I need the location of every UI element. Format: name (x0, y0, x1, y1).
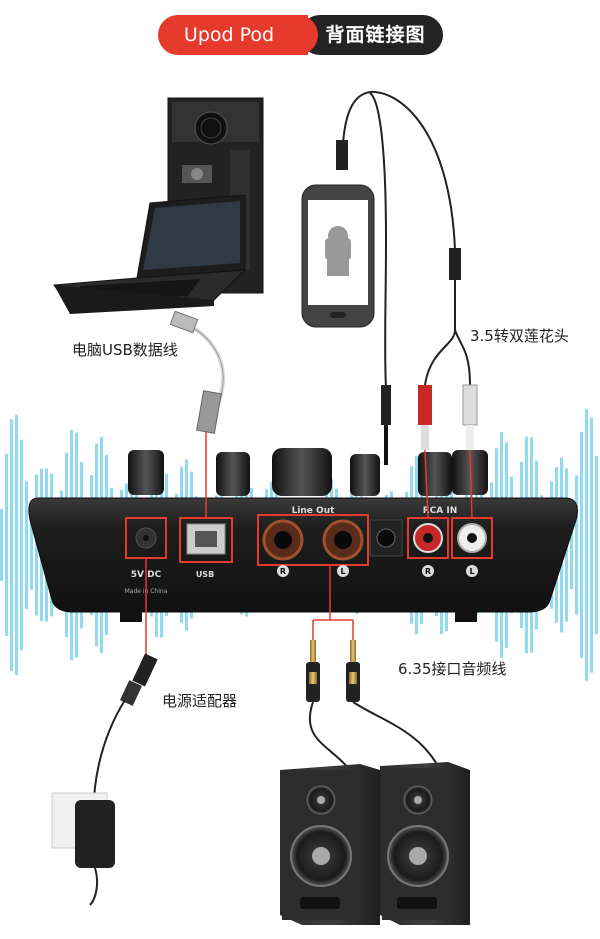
aux-cable (336, 90, 478, 465)
page-title: 背面链接图 (325, 24, 426, 46)
wave-bar (595, 455, 598, 635)
wave-bar (0, 509, 3, 581)
wave-bar (5, 454, 8, 636)
aux-jack (376, 528, 396, 548)
rca-left-marker: L (469, 567, 474, 576)
wave-bar (580, 431, 583, 659)
usb-cable-label: 电脑USB数据线 (72, 341, 178, 359)
power-adapter-label: 电源适配器 (162, 692, 238, 710)
title-banner-dark (300, 15, 443, 55)
audio-interface-rear (28, 448, 578, 622)
brand-name: Upod Pod (183, 24, 275, 46)
speakers (280, 762, 470, 925)
aux-adapter-label: 3.5转双莲花头 (470, 327, 569, 345)
wave-bar (10, 419, 13, 671)
jack-cables (306, 640, 441, 771)
title-banner: Upod Pod 背面链接图 (158, 15, 443, 55)
rca-in-label: RCA IN (423, 506, 458, 516)
smartphone-icon (301, 184, 375, 328)
line-out-label: Line Out (292, 506, 336, 516)
jack-cable-label: 6.35接口音频线 (398, 660, 507, 678)
wave-bar (25, 480, 28, 610)
wave-bar (590, 417, 593, 673)
usb-label: USB (196, 570, 214, 579)
wave-bar (575, 475, 578, 615)
connection-lines (145, 432, 473, 655)
title-banner-red-cap (278, 15, 318, 55)
power-brick (75, 800, 115, 868)
left-speaker (280, 764, 380, 925)
usb-cable (169, 310, 226, 434)
line-out-left-marker: L (340, 567, 345, 576)
power-adapter (51, 653, 158, 906)
wave-bar (20, 439, 23, 651)
right-speaker (380, 762, 470, 925)
line-out-right-marker: R (280, 567, 286, 576)
wave-bar (15, 414, 18, 676)
line-out-highlight (257, 514, 369, 566)
wave-bar (585, 409, 588, 681)
rca-right-marker: R (425, 567, 431, 576)
laptop-icon (53, 194, 247, 314)
wave-bar (570, 500, 573, 590)
wave-bar (30, 500, 33, 590)
